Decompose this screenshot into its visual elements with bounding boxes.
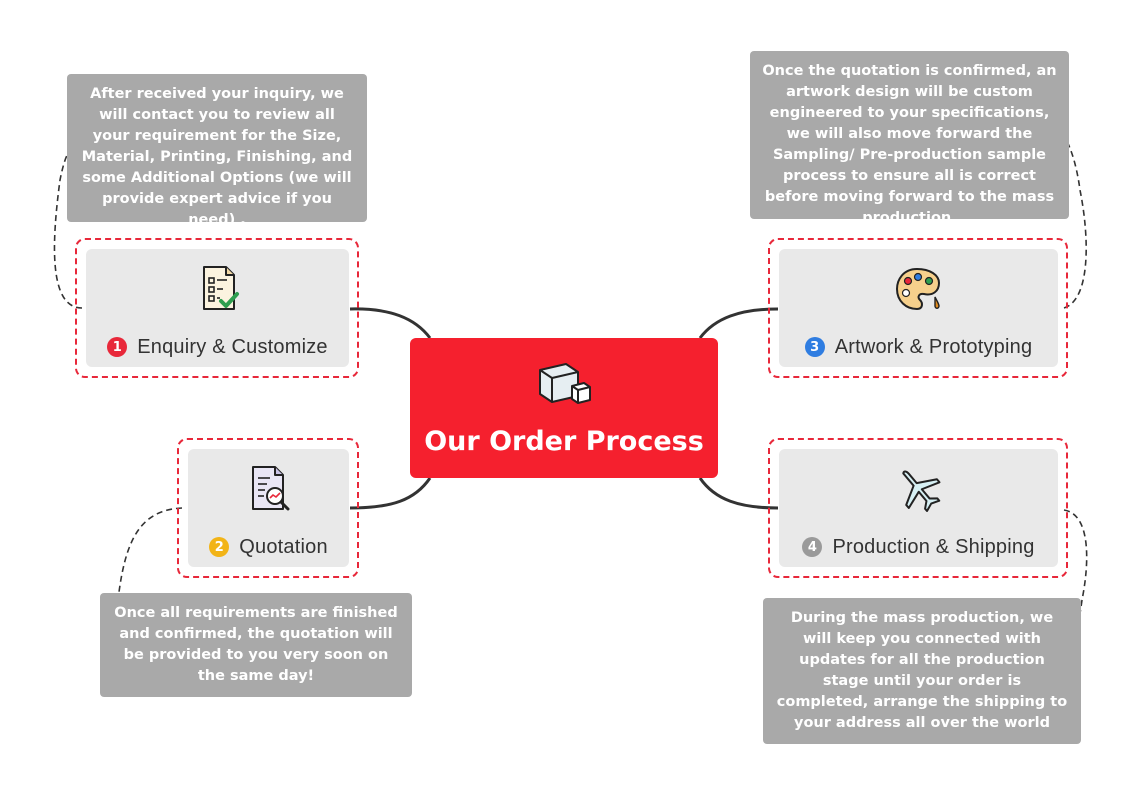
note-step-1: After received your inquiry, we will con… <box>67 74 367 228</box>
airplane-icon <box>901 470 940 512</box>
checklist-icon <box>202 266 239 310</box>
center-title-box: Our Order Process <box>410 338 718 478</box>
frame-step-3 <box>768 238 1068 378</box>
note-step-3: Once the quotation is confirmed, an artw… <box>750 51 1069 226</box>
step-4-badge: 4 <box>802 537 823 557</box>
step-1-label: Enquiry & Customize <box>137 335 328 358</box>
step-2-node[interactable]: 2 Quotation <box>188 449 349 567</box>
connector-step-1 <box>349 307 432 339</box>
frame-step-1 <box>75 238 359 378</box>
step-1-node[interactable]: 1 Enquiry & Customize <box>86 249 349 367</box>
palette-icon <box>895 267 940 311</box>
page-title: Our Order Process <box>424 426 704 457</box>
dashed-arrow-step-1 <box>53 145 83 309</box>
step-2-badge: 2 <box>209 537 230 557</box>
document-search-icon <box>251 466 289 511</box>
connector-step-3 <box>698 307 779 339</box>
note-step-2: Once all requirements are finished and c… <box>100 593 412 697</box>
boxes-icon <box>539 363 591 404</box>
step-3-node[interactable]: 3 Artwork & Prototyping <box>779 249 1058 367</box>
step-3-badge: 3 <box>804 337 825 357</box>
dashed-arrow-step-3 <box>1061 133 1087 309</box>
connector-step-4 <box>698 477 779 510</box>
step-2-label: Quotation <box>239 535 328 558</box>
step-3-label: Artwork & Prototyping <box>834 335 1033 358</box>
step-1-badge: 1 <box>107 337 128 357</box>
step-4-label: Production & Shipping <box>832 535 1035 558</box>
step-4-node[interactable]: 4 Production & Shipping <box>779 449 1058 567</box>
frame-step-2 <box>177 438 359 578</box>
note-step-4: During the mass production, we will keep… <box>763 598 1081 744</box>
frame-step-4 <box>768 438 1068 578</box>
connector-step-2 <box>349 477 432 510</box>
